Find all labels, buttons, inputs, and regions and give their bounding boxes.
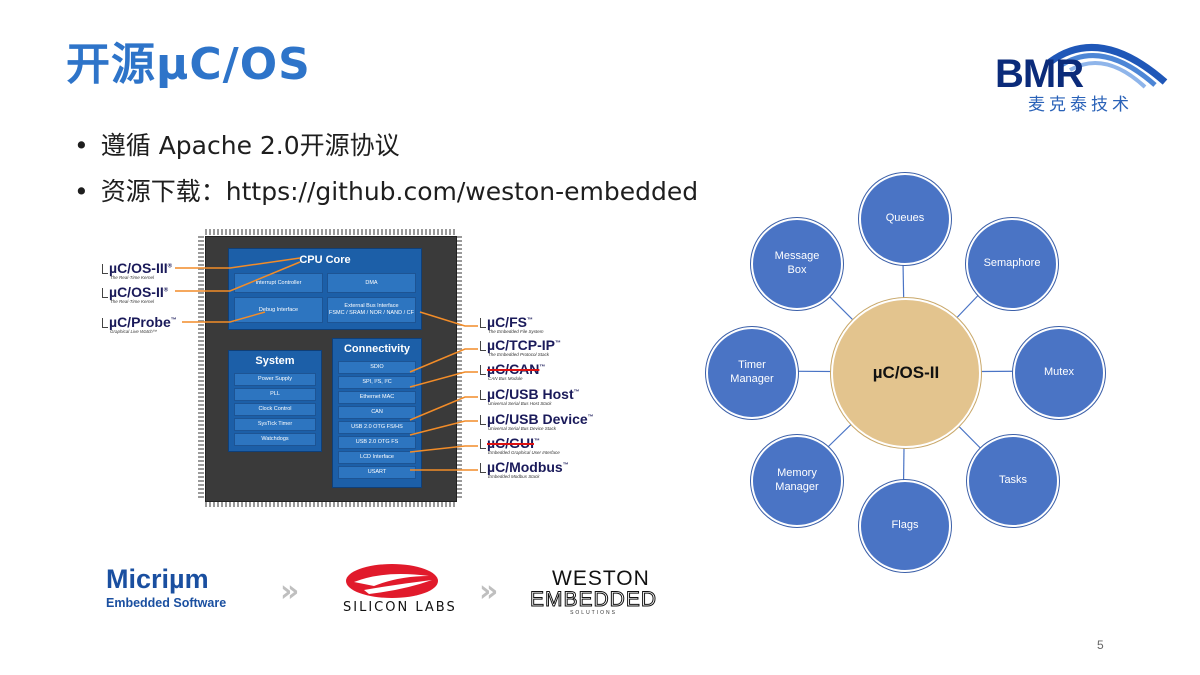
node-mutex: Mutex bbox=[1013, 327, 1105, 419]
system-cell: Clock Control bbox=[234, 403, 316, 416]
bullet-license-text: 遵循 Apache 2.0开源协议 bbox=[100, 131, 400, 160]
bullet-download-text: 资源下载：https://github.com/weston-embedded bbox=[100, 177, 699, 206]
page-number: 5 bbox=[1097, 638, 1104, 652]
weston-line1: WESTON bbox=[552, 567, 650, 590]
weston-line2: EMBEDDED bbox=[529, 588, 658, 611]
micrium-tagline: Embedded Software bbox=[106, 596, 227, 610]
connectivity-cell: USB 2.0 OTG FS/HS bbox=[338, 421, 416, 434]
node-timer-manager: Timer Manager bbox=[706, 327, 798, 419]
node-tasks: Tasks bbox=[967, 435, 1059, 527]
system-cell: SysTick Timer bbox=[234, 418, 316, 431]
connectivity-cell: SDIO bbox=[338, 361, 416, 374]
cpu-cell: Interrupt Controller bbox=[234, 273, 323, 293]
bmr-arc-icon bbox=[1047, 43, 1168, 89]
chip-pins-bottom bbox=[205, 501, 455, 507]
product-ucos2: µC/OS-II®The Real-Time Kernel bbox=[102, 284, 168, 304]
node-semaphore: Semaphore bbox=[966, 218, 1058, 310]
cpu-cell: Debug Interface bbox=[234, 297, 323, 323]
silicon-labs-name: SILICON LABS bbox=[343, 600, 457, 615]
node-memory-manager: Memory Manager bbox=[751, 435, 843, 527]
micrium-logo: Micriµm Embedded Software bbox=[106, 564, 227, 611]
connectivity-cell: Ethernet MAC bbox=[338, 391, 416, 404]
chip-pins-left bbox=[198, 236, 204, 500]
micrium-name: Micriµm bbox=[106, 564, 209, 594]
center-node-ucos2: µC/OS-II bbox=[831, 298, 981, 448]
connectivity-cell: USART bbox=[338, 466, 416, 479]
connectivity-cell: CAN bbox=[338, 406, 416, 419]
chip-pins-top bbox=[205, 229, 455, 235]
connectivity-cell: LCD Interface bbox=[338, 451, 416, 464]
cpu-core-block: CPU Core Interrupt Controller DMA Debug … bbox=[228, 248, 422, 330]
cpu-cell: External Bus Interface FSMC / SRAM / NOR… bbox=[327, 297, 416, 323]
cpu-core-title: CPU Core bbox=[299, 254, 351, 266]
node-message-box: Message Box bbox=[751, 218, 843, 310]
bmr-logo-text: BMR bbox=[995, 52, 1084, 96]
bmr-logo-chinese: 麦克泰技术 bbox=[1028, 95, 1133, 115]
silicon-labs-symbol-icon bbox=[346, 564, 438, 598]
product-ucos3: µC/OS-III®The Real-Time Kernel bbox=[102, 260, 172, 280]
system-block: System Power Supply PLL Clock Control Sy… bbox=[228, 350, 322, 452]
bullet-license: •遵循 Apache 2.0开源协议 bbox=[74, 131, 400, 160]
node-queues: Queues bbox=[859, 173, 951, 265]
connectivity-block: Connectivity SDIO SPI, I²S, I²C Ethernet… bbox=[332, 338, 422, 488]
system-cell: Watchdogs bbox=[234, 433, 316, 446]
connectivity-cell: SPI, I²S, I²C bbox=[338, 376, 416, 389]
connectivity-title: Connectivity bbox=[343, 343, 410, 355]
slide-title: 开源µC/OS bbox=[66, 39, 311, 90]
system-cell: Power Supply bbox=[234, 373, 316, 386]
system-title: System bbox=[255, 355, 295, 367]
connectivity-cell: USB 2.0 OTG FS bbox=[338, 436, 416, 449]
weston-line3: SOLUTIONS bbox=[570, 610, 617, 616]
cpu-cell: DMA bbox=[327, 273, 416, 293]
chevron-right-icon: » bbox=[479, 574, 499, 609]
bullet-download: •资源下载：https://github.com/weston-embedded bbox=[74, 177, 699, 206]
chip-pins-right bbox=[456, 236, 462, 500]
system-cell: PLL bbox=[234, 388, 316, 401]
node-flags: Flags bbox=[859, 480, 951, 572]
weston-embedded-logo: WESTON EMBEDDED SOLUTIONS bbox=[529, 567, 658, 616]
chevron-right-icon: » bbox=[280, 574, 300, 609]
